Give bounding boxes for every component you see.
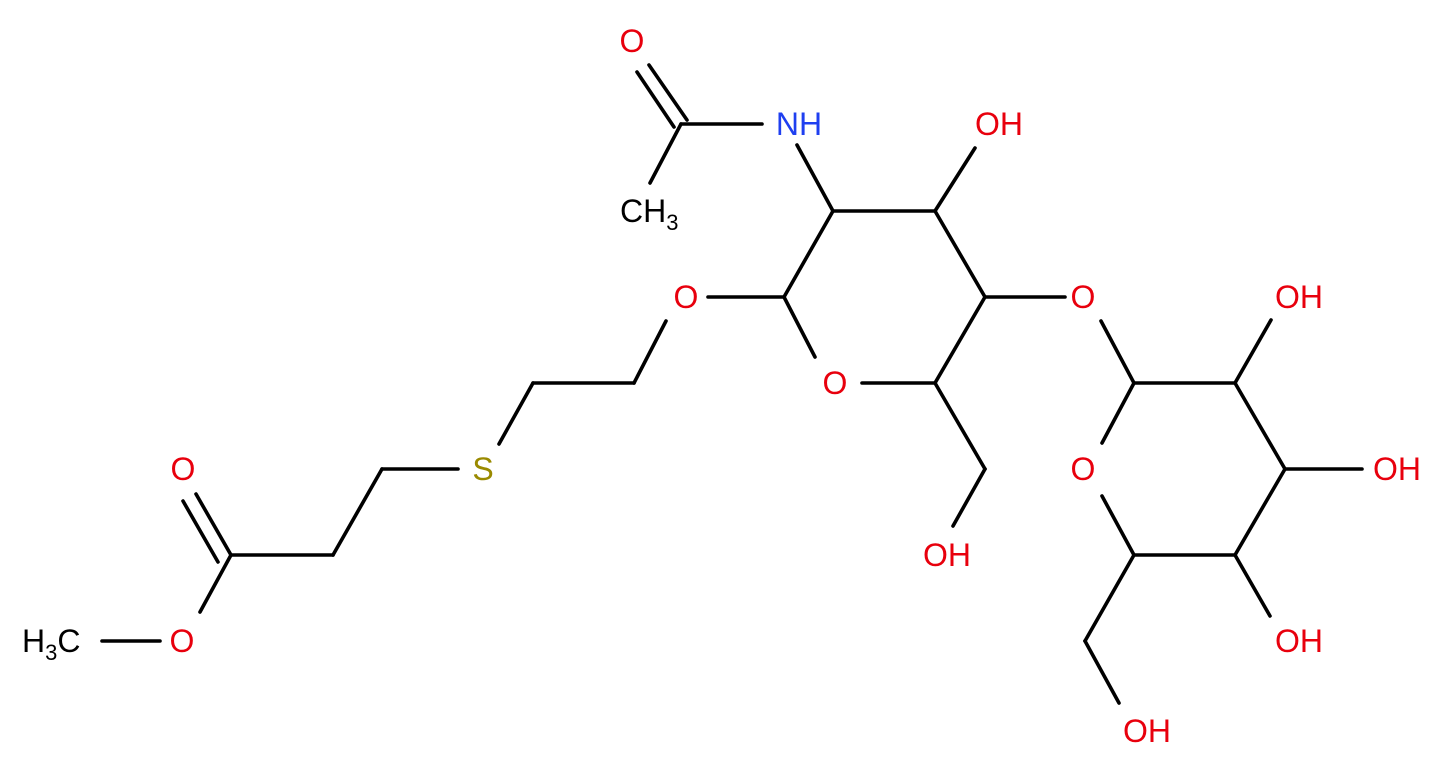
bond-carbonyl-acetyl-b [635,70,676,129]
atom-label-layer: O NH CH3 OH O O OH S O O H3C O O OH OH O… [22,23,1421,749]
bond-c4-c5 [933,295,987,385]
bond-c3-oh [933,146,977,213]
atom-nh: NH [776,106,822,142]
bond-c6-oh [951,467,987,528]
atom-oh-c3: OH [975,106,1023,142]
atom-h3c-methyl: H3C [22,623,80,665]
bond-c2b-c3b [1233,381,1287,471]
atom-o-glycosidic: O [674,279,699,315]
atom-oh-ring2-ch2: OH [1123,713,1171,749]
atom-s: S [472,451,493,487]
bond-layer [100,63,1364,705]
bond-nh-c2 [795,143,835,213]
atom-o-ester-carbonyl: O [171,451,196,487]
bond-c1-c2 [782,209,835,299]
bond-c5b-c6b [1083,553,1136,643]
atom-o-link: O [1071,279,1096,315]
bond-carbonyl-oester [198,553,233,614]
atom-oh-c6: OH [923,537,971,573]
bond-ester-co-a [194,492,233,557]
atom-o-ring1: O [823,365,848,401]
bond-c2b-oh [1233,318,1273,385]
atom-oh-ring2-top: OH [1275,279,1323,315]
bond-c3-c4 [933,209,987,299]
bond-c6b-oh [1083,639,1121,705]
bond-c3b-c4b [1233,467,1287,557]
atom-oh-ring2-mid: OH [1373,451,1421,487]
bond-oring-c1b [1100,381,1136,445]
atom-o-acetyl: O [620,23,645,59]
atom-o-ring2: O [1071,451,1096,487]
bond-ch2-s [497,381,535,446]
atom-o-ester: O [170,623,195,659]
atom-ch3-acetyl: CH3 [620,193,678,235]
bond-c4b-oh [1233,553,1272,618]
bond-acetyl-methyl [648,122,683,185]
bond-carbonyl-acetyl-a [647,63,689,122]
bond-c5-c6 [933,381,987,471]
bond-c5b-oring [1100,494,1136,557]
bond-olink-c1b [1099,319,1136,385]
bond-ch2-ch2-b [331,467,384,557]
atom-oh-ring2-low: OH [1275,623,1323,659]
bond-oring-c1 [782,295,817,359]
bond-ester-co-b [181,499,220,564]
bond-oglyco-ch2 [632,319,668,385]
